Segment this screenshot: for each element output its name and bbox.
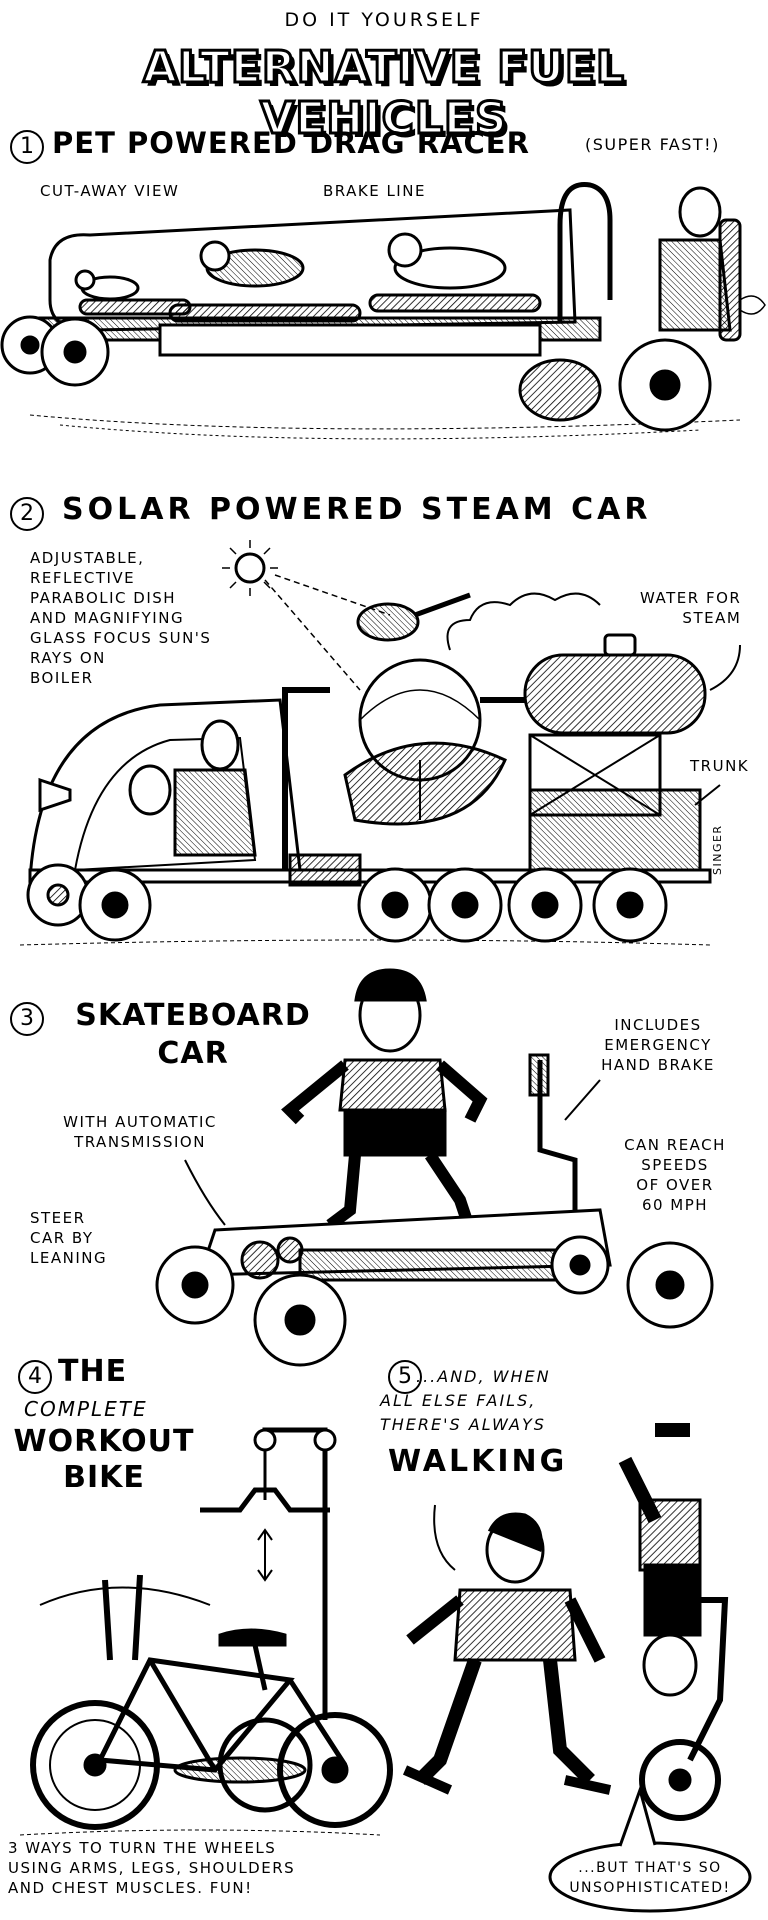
section-4-title-complete: COMPLETE [24, 1397, 148, 1421]
section-4-title-workout-bike: WORKOUT BIKE [13, 1424, 195, 1495]
label-emergency-hand-brake: INCLUDES EMERGENCY HAND BRAKE [601, 1016, 715, 1074]
section-5-intro: ...AND, WHEN ALL ELSE FAILS, THERE'S ALW… [380, 1367, 551, 1434]
steam-car-drawing [19, 540, 741, 946]
skateboard-car-drawing [155, 968, 714, 1367]
section-2-title: SOLAR POWERED STEAM CAR [62, 492, 652, 527]
label-trunk: TRUNK [690, 757, 750, 775]
section-1-note: (SUPER FAST!) [585, 135, 720, 154]
comic-kicker: DO IT YOURSELF [284, 9, 484, 31]
section-4-caption: 3 WAYS TO TURN THE WHEELS USING ARMS, LE… [8, 1839, 296, 1897]
section-1-title: PET POWERED DRAG RACER [52, 126, 530, 160]
walking-drawing [402, 1423, 752, 1913]
section-2-number: 2 [10, 497, 44, 531]
section-4-number: 4 [18, 1360, 52, 1394]
section-3-title: SKATEBOARD CAR [75, 998, 311, 1071]
label-cut-away-view: CUT-AWAY VIEW [40, 182, 180, 200]
label-steer-by-leaning: STEER CAR BY LEANING [30, 1209, 108, 1267]
section-5-title-walking: WALKING [388, 1444, 568, 1479]
section-4-title-the: THE [58, 1354, 128, 1389]
section-1-number: 1 [10, 130, 44, 164]
label-brake-line: BRAKE LINE [323, 182, 426, 200]
label-automatic-transmission: WITH AUTOMATIC TRANSMISSION [63, 1113, 217, 1151]
artist-signature: SINGER [711, 824, 724, 875]
section-3-number: 3 [10, 1002, 44, 1036]
section-5-number: 5 [388, 1360, 422, 1394]
workout-bike-drawing [19, 1427, 393, 1836]
label-parabolic-dish: ADJUSTABLE, REFLECTIVE PARABOLIC DISH AN… [30, 549, 212, 687]
speech-balloon-text: ...BUT THAT'S SO UNSOPHISTICATED! [569, 1860, 731, 1896]
drag-racer-drawing [0, 182, 766, 440]
label-speeds: CAN REACH SPEEDS OF OVER 60 MPH [624, 1136, 726, 1214]
comic-title: ALTERNATIVE FUEL VEHICLES [142, 41, 626, 146]
label-water-for-steam: WATER FOR STEAM [640, 589, 742, 627]
